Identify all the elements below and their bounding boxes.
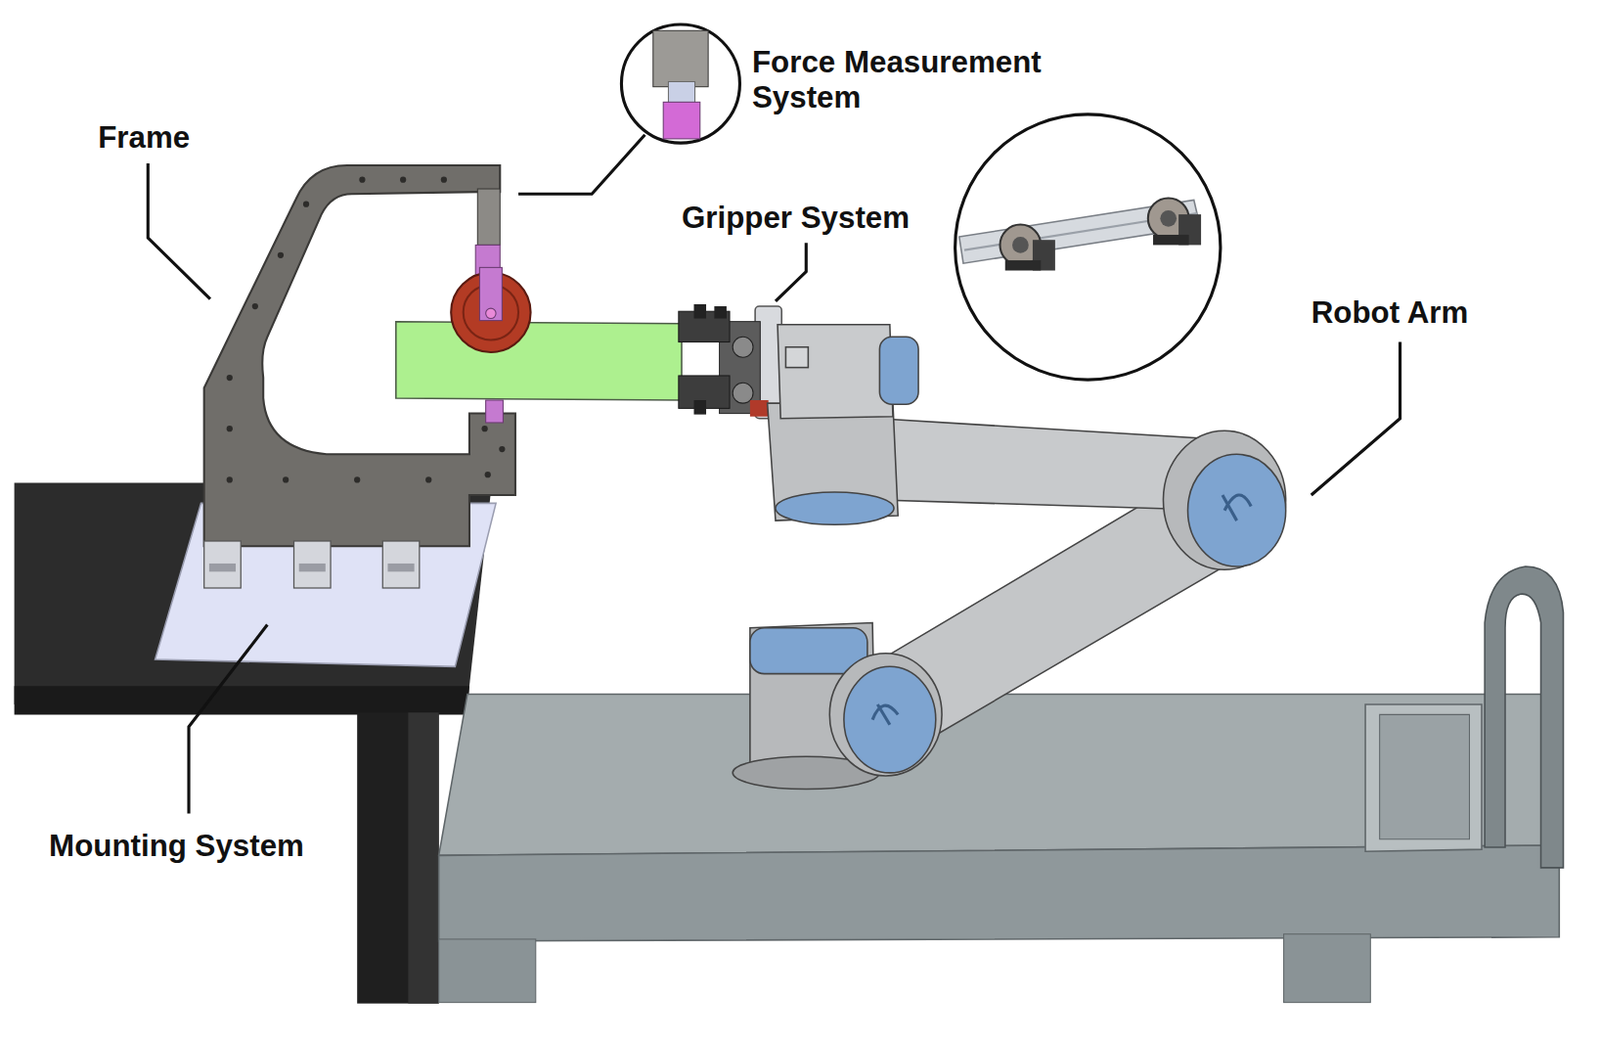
robot-arm	[732, 324, 1287, 790]
gripper	[678, 304, 782, 419]
right-table	[1484, 566, 1563, 868]
leader-line	[147, 163, 211, 300]
robot-arm	[829, 653, 942, 776]
gripper-inset	[1159, 210, 1177, 227]
frame	[299, 563, 326, 572]
force-sensor	[486, 400, 504, 423]
frame	[425, 476, 432, 483]
frame	[252, 303, 259, 310]
sensor-inset	[667, 81, 695, 104]
force-sensor	[450, 188, 531, 423]
part-label: Frame	[97, 120, 303, 155]
frame	[303, 201, 310, 208]
robot-arm	[777, 324, 893, 419]
robot-arm	[1222, 494, 1251, 521]
sensor-inset	[621, 24, 740, 143]
frame	[204, 540, 420, 588]
part-label: Gripper System	[681, 200, 988, 235]
frame	[387, 563, 414, 572]
frame	[400, 177, 406, 183]
right-table	[1379, 713, 1470, 839]
frame	[204, 540, 242, 588]
leader-line	[1311, 342, 1401, 496]
right-table	[1365, 704, 1482, 851]
frame	[354, 476, 360, 483]
frame	[226, 374, 233, 381]
sensor-inset	[663, 101, 701, 139]
gripper	[732, 336, 754, 357]
part-label: Mounting System	[48, 828, 397, 863]
sensor-inset	[653, 30, 709, 87]
frame	[209, 563, 415, 572]
frame	[441, 177, 447, 183]
gripper-inset	[1012, 236, 1029, 254]
frame	[498, 445, 505, 452]
left-table	[14, 685, 470, 714]
leader-line	[518, 134, 645, 195]
sensor-inset	[621, 24, 740, 143]
part-label: Force Measurement System	[752, 44, 1079, 115]
frame	[209, 563, 236, 572]
gripper	[750, 400, 769, 417]
frame	[226, 476, 233, 483]
gripper-inset	[955, 114, 1221, 380]
frame	[481, 425, 488, 432]
right-table	[439, 694, 1560, 856]
robot-arm	[1188, 453, 1287, 567]
gripper-inset	[955, 114, 1221, 380]
leader-line	[188, 624, 267, 814]
gripper-inset	[1005, 260, 1042, 270]
robot-arm	[879, 336, 919, 404]
robot-arm	[872, 704, 898, 725]
right-table	[439, 844, 1560, 941]
gripper-inset	[1153, 234, 1190, 245]
gripper	[694, 400, 708, 415]
frame	[358, 177, 365, 183]
robot-arm	[785, 347, 808, 368]
right-table	[1284, 933, 1372, 1003]
leader-line	[775, 242, 806, 301]
robot-arm	[1162, 430, 1286, 570]
force-sensor	[477, 188, 500, 245]
frame	[277, 252, 284, 259]
gripper	[713, 306, 727, 319]
robot-arm	[775, 491, 894, 525]
frame	[282, 476, 289, 483]
force-sensor	[479, 266, 502, 320]
left-table	[356, 711, 439, 1003]
sample-strip	[396, 321, 682, 400]
frame	[226, 425, 233, 432]
gripper	[694, 304, 708, 319]
frame	[485, 471, 491, 478]
left-table	[407, 711, 439, 1003]
frame	[293, 540, 331, 588]
right-table	[439, 938, 536, 1003]
robot-arm	[844, 666, 936, 773]
sample-strip	[396, 321, 682, 400]
part-label: Robot Arm	[1311, 295, 1567, 330]
frame	[382, 540, 420, 588]
force-sensor	[486, 308, 496, 318]
